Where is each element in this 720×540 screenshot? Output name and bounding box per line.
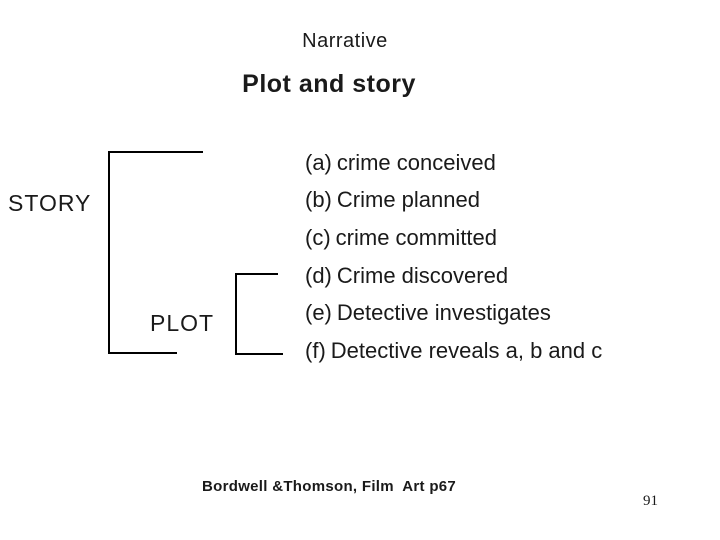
event-item-f: (f) Detective reveals a, b and c: [305, 332, 602, 370]
page-number: 91: [643, 493, 658, 509]
slide-subtitle: Plot and story: [242, 70, 416, 98]
plot-bracket-vertical-line: [235, 273, 237, 355]
citation: Bordwell &Thomson, Film Art p67: [202, 478, 457, 495]
slide-title: Narrative: [302, 30, 388, 52]
event-item-b: (b) Crime planned: [305, 182, 602, 220]
story-bracket-top-line: [108, 151, 203, 153]
event-label: (a): [305, 149, 332, 175]
plot-bracket-bottom-line: [235, 353, 283, 355]
event-text: crime conceived: [336, 149, 496, 175]
event-text: Detective reveals a, b and c: [330, 337, 603, 363]
event-item-c: (c) crime committed: [305, 219, 602, 257]
event-label: (d): [305, 262, 332, 288]
event-list: (a) crime conceived (b) Crime planned (c…: [305, 144, 602, 370]
event-item-e: (e) Detective investigates: [305, 294, 602, 332]
story-bracket-vertical-line: [108, 151, 110, 354]
event-text: Detective investigates: [336, 300, 551, 326]
event-text: Crime planned: [336, 187, 480, 213]
event-label: (f): [305, 337, 326, 363]
event-text: crime committed: [335, 224, 498, 250]
story-label: STORY: [8, 190, 92, 216]
plot-bracket-top-line: [235, 273, 278, 275]
event-label: (e): [305, 300, 332, 326]
story-bracket-bottom-line: [108, 352, 177, 354]
event-item-a: (a) crime conceived: [305, 144, 602, 182]
event-label: (c): [305, 224, 331, 250]
event-item-d: (d) Crime discovered: [305, 257, 602, 295]
event-text: Crime discovered: [336, 262, 509, 288]
plot-label: PLOT: [150, 310, 215, 336]
event-label: (b): [305, 187, 332, 213]
